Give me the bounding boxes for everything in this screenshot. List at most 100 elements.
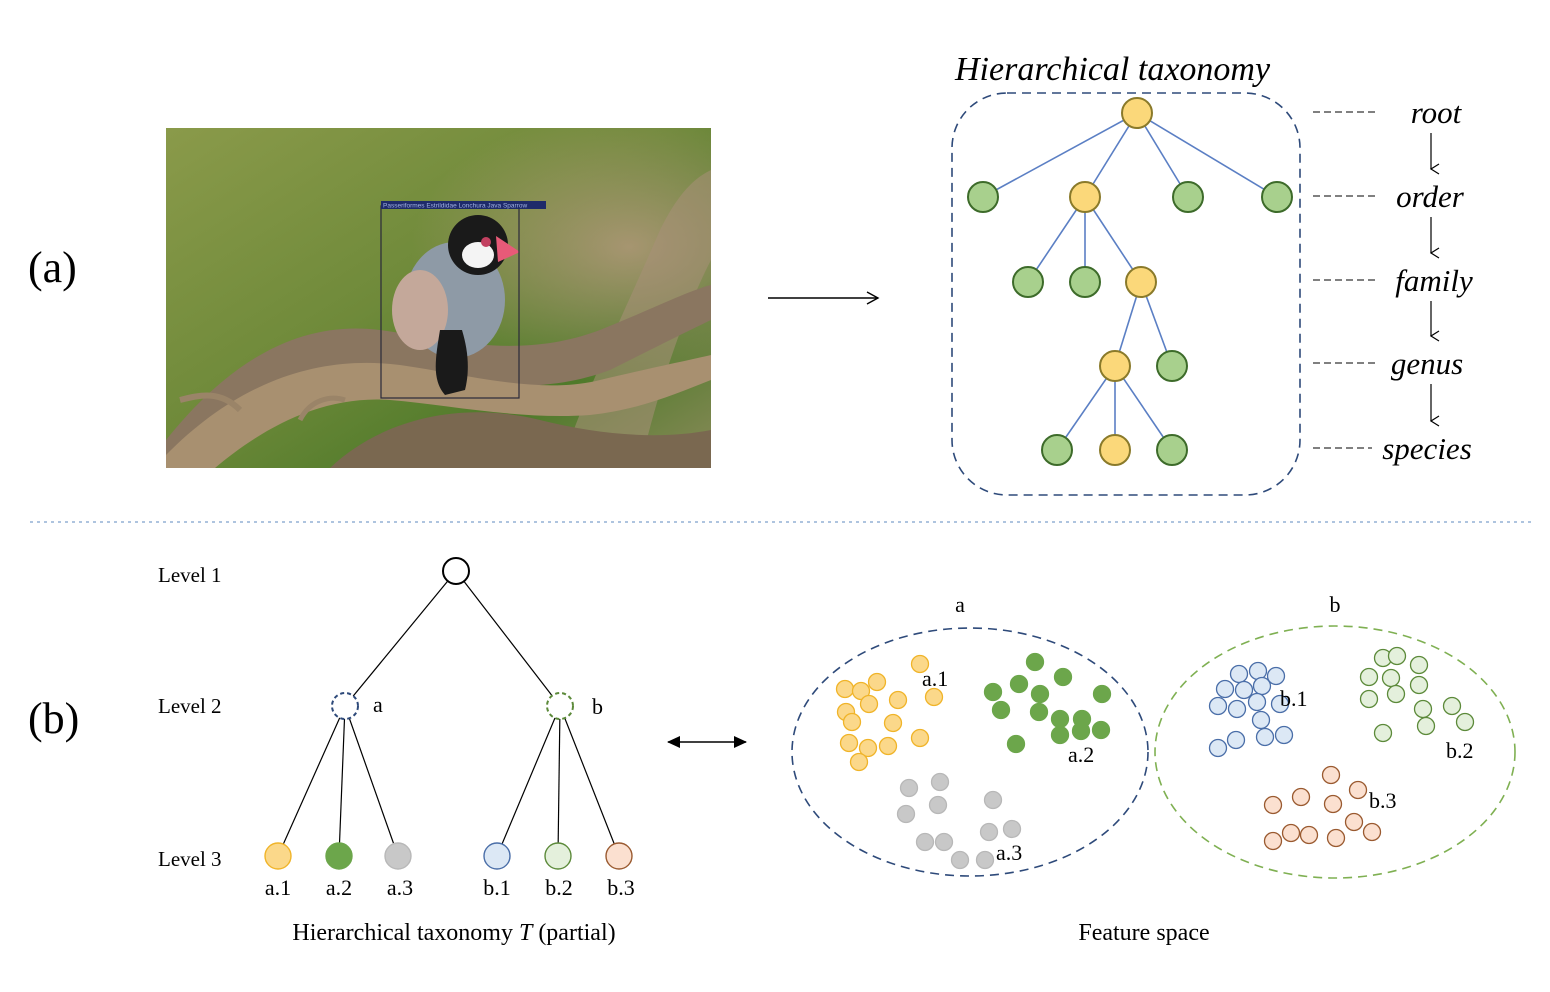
point-b3 [1326, 828, 1346, 848]
point-b1 [1255, 727, 1275, 747]
level-1-label: Level 1 [158, 563, 222, 587]
point-b3 [1263, 795, 1283, 815]
point-b2 [1416, 716, 1436, 736]
level-family-label: family [1395, 263, 1473, 298]
taxonomy-node [1012, 266, 1044, 298]
cluster-b3-label: b.3 [1369, 788, 1397, 813]
taxonomy-node [1172, 181, 1204, 213]
taxonomy-node [1069, 181, 1101, 213]
node-b-label: b [592, 694, 603, 719]
leaf-b3 [605, 842, 633, 870]
point-a1 [883, 713, 903, 733]
point-b1 [1226, 730, 1246, 750]
panel-a-label: (a) [28, 243, 77, 292]
point-b2 [1359, 689, 1379, 709]
cluster-b-ellipse [1154, 625, 1516, 879]
point-b2 [1455, 712, 1475, 732]
taxonomy-node [1069, 266, 1101, 298]
point-a1 [910, 654, 930, 674]
leaf-b1-label: b.1 [483, 875, 511, 900]
taxonomy-node [1121, 97, 1153, 129]
point-a3 [899, 778, 919, 798]
point-b3 [1344, 812, 1364, 832]
bbox-label: Passeriformes Estrildidae Lonchura Java … [383, 203, 527, 210]
point-a3 [928, 795, 948, 815]
point-a1 [839, 733, 859, 753]
point-a1 [924, 687, 944, 707]
taxonomy-node [1099, 434, 1131, 466]
point-a3 [979, 822, 999, 842]
point-b1 [1208, 696, 1228, 716]
point-a3 [934, 832, 954, 852]
leaf-b2 [544, 842, 572, 870]
point-a1 [910, 728, 930, 748]
taxonomy-node [1041, 434, 1073, 466]
point-b1 [1234, 680, 1254, 700]
cluster-a1-label: a.1 [922, 666, 948, 691]
point-b3 [1323, 794, 1343, 814]
taxonomy-edge [1027, 196, 1086, 283]
point-a2 [983, 682, 1003, 702]
point-a2 [1006, 734, 1026, 754]
root-node [442, 557, 470, 585]
point-a2 [1029, 702, 1049, 722]
point-a1 [849, 752, 869, 772]
taxonomy-edge [1056, 365, 1116, 451]
cluster-b1-label: b.1 [1280, 686, 1308, 711]
feature-caption: Feature space [1078, 920, 1209, 946]
point-a2 [1050, 725, 1070, 745]
point-b1 [1215, 679, 1235, 699]
point-b1 [1266, 666, 1286, 686]
taxonomy-tree [967, 97, 1293, 466]
point-b1 [1229, 664, 1249, 684]
point-a2 [1009, 674, 1029, 694]
leaf-a2 [325, 842, 353, 870]
taxonomy-node [1261, 181, 1293, 213]
taxonomy-edge [1084, 196, 1142, 283]
leaf-b2-label: b.2 [545, 875, 573, 900]
cluster-a-ellipse [791, 627, 1149, 877]
point-a3 [930, 772, 950, 792]
point-a1 [878, 736, 898, 756]
bird-photo: Passeriformes Estrildidae Lonchura Java … [166, 128, 711, 468]
point-b3 [1281, 823, 1301, 843]
taxonomy-edge [1136, 112, 1189, 198]
point-a1 [859, 694, 879, 714]
point-b2 [1409, 675, 1429, 695]
level-2-label: Level 2 [158, 694, 222, 718]
point-a1 [867, 672, 887, 692]
point-a2 [1030, 684, 1050, 704]
point-b2 [1442, 696, 1462, 716]
taxonomy-node [1099, 350, 1131, 382]
taxonomy-edge [982, 112, 1138, 198]
taxonomy-edge [1114, 365, 1173, 451]
partial-tree: a b a.1 a.2 a.3 b.1 b.2 b.3 [264, 557, 635, 900]
point-a3 [915, 832, 935, 852]
level-order-label: order [1396, 179, 1465, 214]
panel-b-label: (b) [28, 694, 79, 743]
feature-points [835, 646, 1475, 870]
taxonomy-title: Hierarchical taxonomy [954, 51, 1271, 88]
cluster-a2-label: a.2 [1068, 742, 1094, 767]
point-b3 [1321, 765, 1341, 785]
level-genus-label: genus [1391, 346, 1463, 381]
taxonomy-edge [1136, 112, 1278, 198]
point-a1 [851, 681, 871, 701]
node-a [331, 692, 359, 720]
point-a2 [1025, 652, 1045, 672]
point-a2 [1092, 684, 1112, 704]
point-a3 [983, 790, 1003, 810]
leaf-b3-label: b.3 [607, 875, 635, 900]
point-b2 [1359, 667, 1379, 687]
point-b1 [1247, 692, 1267, 712]
leaf-a3-label: a.3 [387, 875, 413, 900]
taxonomy-container [951, 92, 1301, 496]
taxonomy-node [967, 181, 999, 213]
leaf-a1 [264, 842, 292, 870]
cluster-a3-label: a.3 [996, 840, 1022, 865]
leaf-a2-label: a.2 [326, 875, 352, 900]
point-b2 [1387, 646, 1407, 666]
point-b2 [1413, 699, 1433, 719]
point-a3 [896, 804, 916, 824]
